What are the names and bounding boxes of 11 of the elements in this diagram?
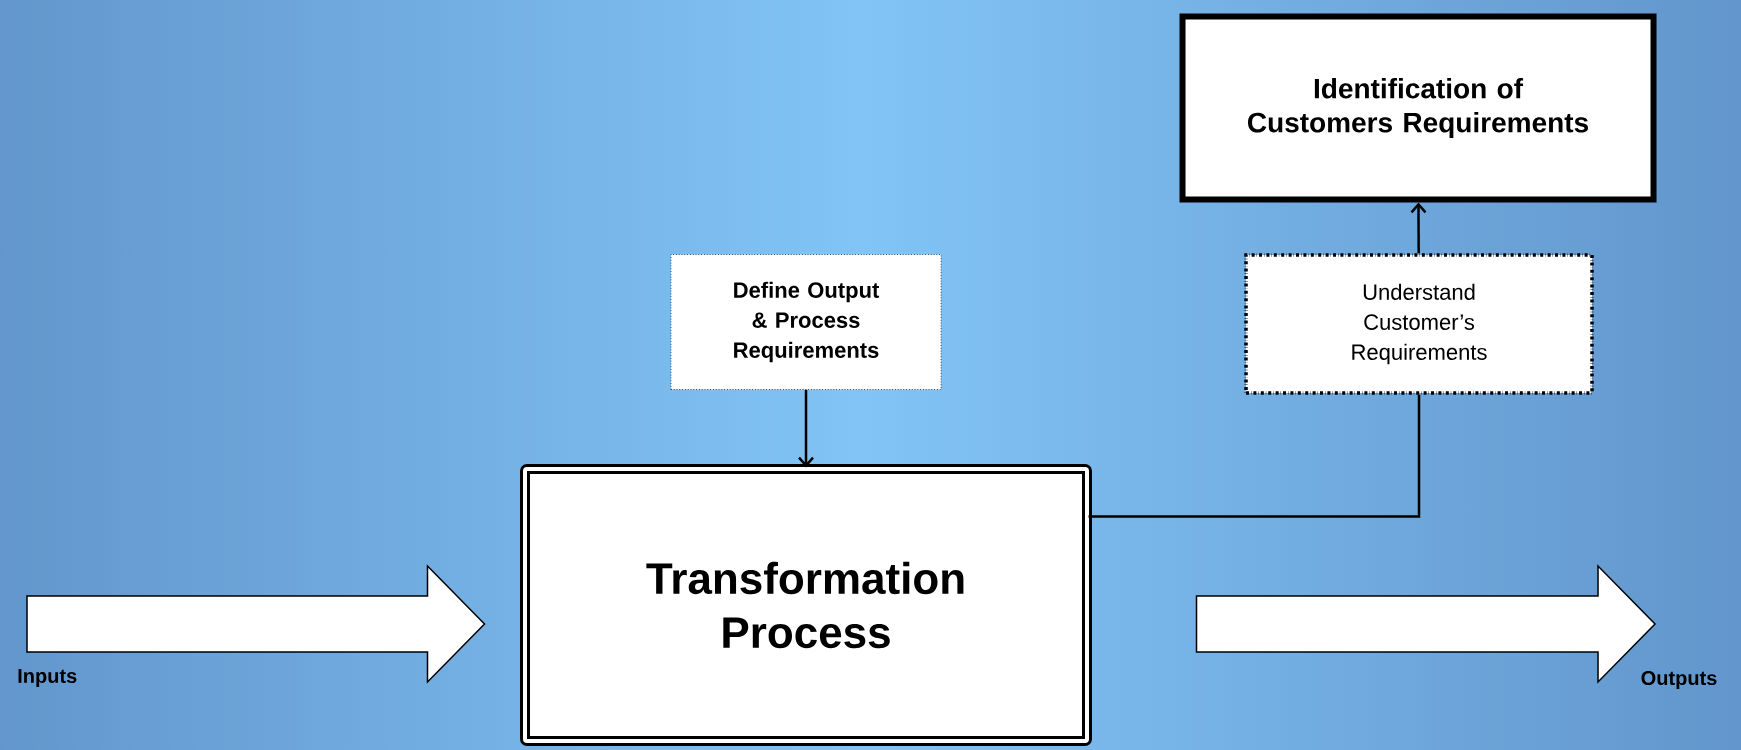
arrow-label: Outputs bbox=[1641, 670, 1717, 690]
block-arrow bbox=[26, 564, 486, 684]
connector bbox=[798, 389, 814, 468]
process-box: Define Output & Process Requirements bbox=[670, 254, 942, 390]
process-box: Understand Customer’s Requirements bbox=[1244, 253, 1594, 395]
connector bbox=[1410, 202, 1427, 254]
process-box: Identification of Customers Requirements bbox=[1179, 13, 1657, 203]
process-box: Transformation Process bbox=[520, 464, 1092, 746]
arrow-label: Inputs bbox=[18, 669, 77, 687]
block-arrow bbox=[1195, 564, 1657, 684]
connector bbox=[1088, 394, 1421, 518]
